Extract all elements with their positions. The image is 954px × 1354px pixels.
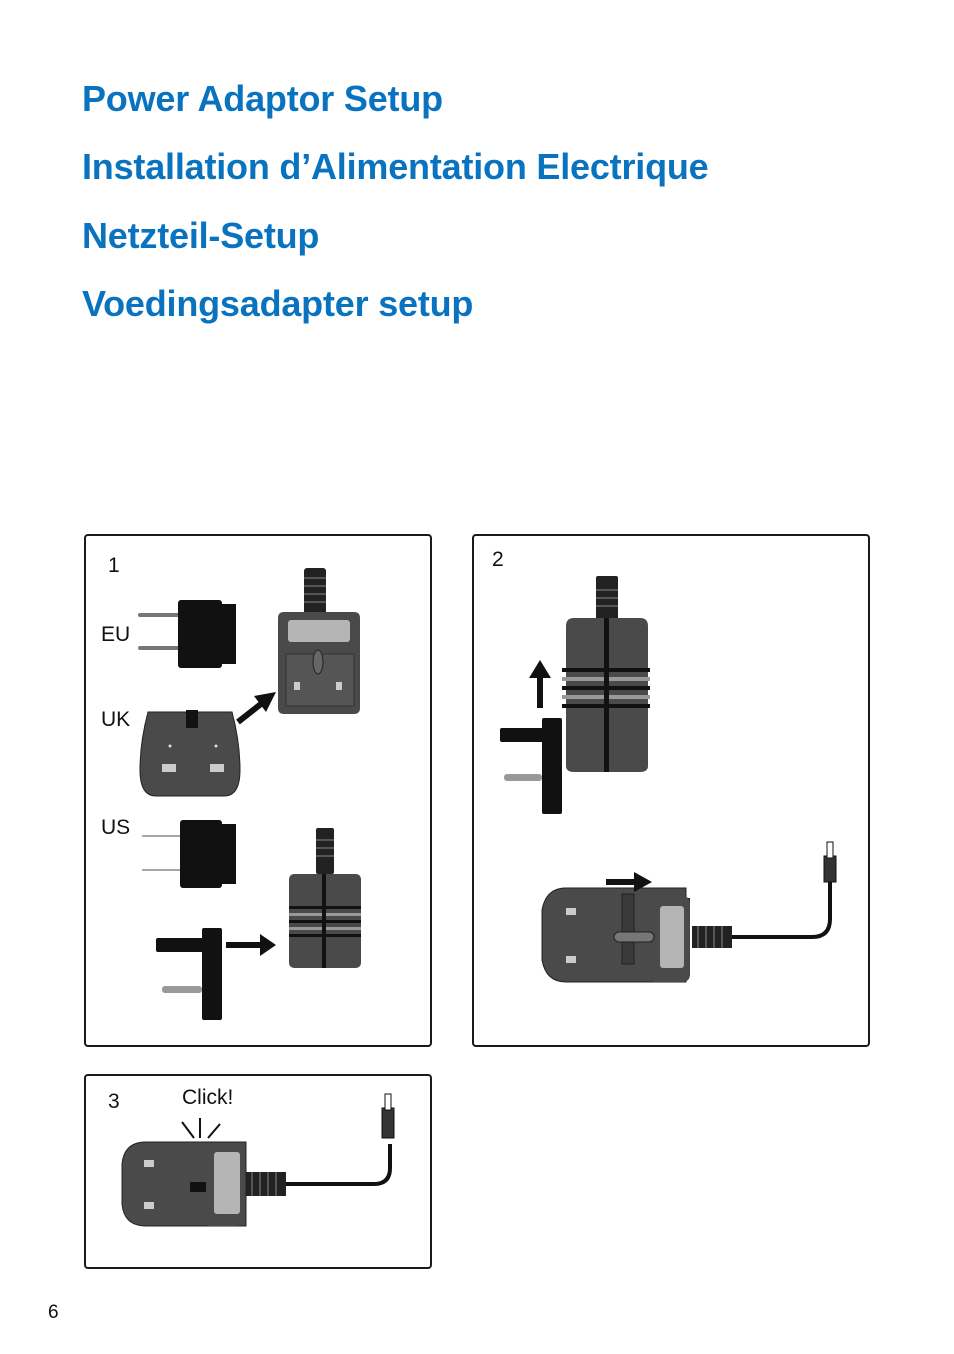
adapter-back-icon <box>278 568 360 714</box>
click-lines-icon <box>181 1118 221 1139</box>
page-number: 6 <box>48 1302 59 1323</box>
us-label: US <box>101 816 131 839</box>
step-3-number: 3 <box>108 1090 120 1113</box>
step-2-number: 2 <box>492 548 504 571</box>
step-3-illustration <box>121 1093 395 1227</box>
title-de: Netzteil-Setup <box>82 215 320 256</box>
uk-label: UK <box>101 708 131 731</box>
step-1-number: 1 <box>108 554 120 577</box>
slide-arrow-icon <box>226 934 276 956</box>
uk-plug-side-icon <box>156 928 222 1020</box>
adapter-upright-icon <box>562 576 650 772</box>
step-2-illustration <box>500 576 837 983</box>
step-3-panel: 3 Click! <box>84 1074 432 1269</box>
assembled-adapter-icon <box>541 841 837 983</box>
uk-plug-side-icon <box>500 718 562 814</box>
title-en: Power Adaptor Setup <box>82 78 443 119</box>
eu-plug-icon <box>138 600 236 668</box>
title-nl: Voedingsadapter setup <box>82 283 474 324</box>
slide-arrow-icon <box>606 872 652 892</box>
step-2-panel: 2 <box>472 534 870 1047</box>
uk-plug-icon <box>139 710 241 797</box>
insert-arrow-icon <box>236 692 276 725</box>
assembled-adapter-icon <box>121 1093 395 1227</box>
step-1-illustration <box>138 568 361 1020</box>
eu-label: EU <box>101 623 131 646</box>
up-arrow-icon <box>529 660 551 708</box>
click-callout: Click! <box>182 1086 234 1109</box>
title-fr: Installation d’Alimentation Electrique <box>82 146 709 187</box>
us-plug-icon <box>142 820 236 888</box>
step-1-panel: 1 EU UK US <box>84 534 432 1047</box>
adapter-side-icon <box>289 828 361 968</box>
